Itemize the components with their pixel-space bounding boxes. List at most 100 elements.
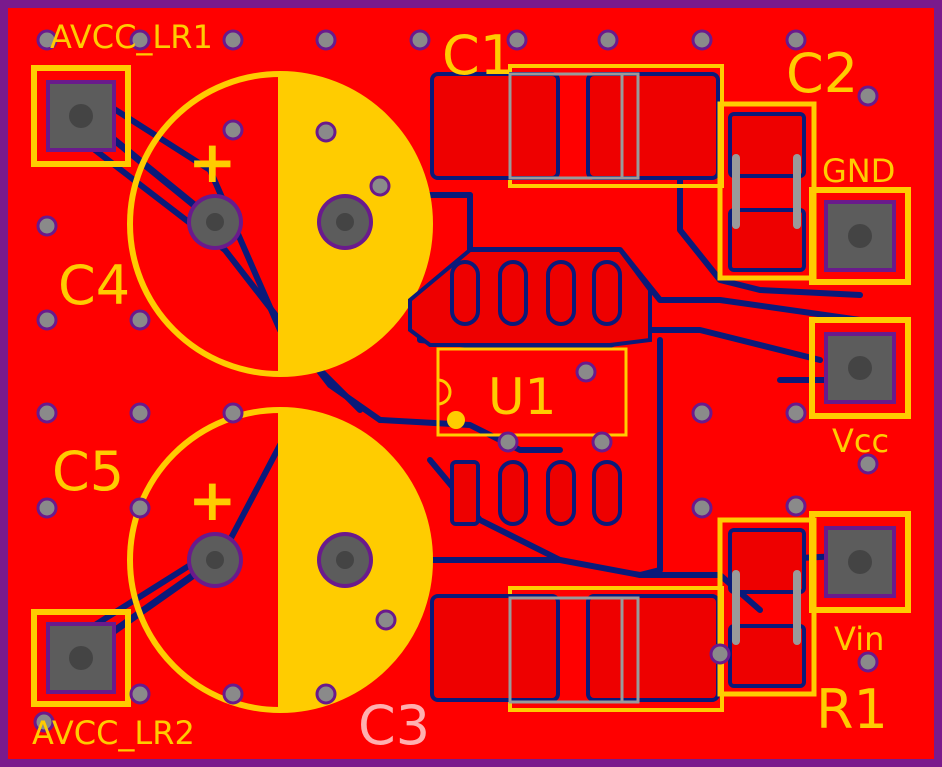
u1-notch [437, 378, 452, 406]
c3-pad-right[interactable] [586, 594, 720, 702]
vias [33, 29, 879, 733]
via [36, 215, 58, 237]
label-vin: Vin [834, 620, 884, 658]
u1-pin1-dot [447, 411, 465, 429]
via [857, 651, 879, 673]
u1-pin-7[interactable] [498, 260, 528, 326]
u1-pin-1[interactable] [450, 460, 480, 526]
cap-c1[interactable] [430, 64, 724, 188]
via [497, 431, 519, 453]
c4-pad-plus-hole [206, 213, 224, 231]
c4-pad-minus-hole [336, 213, 354, 231]
label-c5: C5 [52, 440, 124, 503]
c2-pad-top[interactable] [728, 112, 806, 178]
u1-silk [436, 347, 628, 437]
cap-c4[interactable] [127, 71, 433, 377]
c1-pad-right[interactable] [586, 72, 720, 180]
via [315, 121, 337, 143]
via [591, 431, 613, 453]
via [222, 402, 244, 424]
c3-pad-left[interactable] [430, 594, 560, 702]
via [129, 402, 151, 424]
via [506, 29, 528, 51]
u1-pin-4[interactable] [592, 460, 622, 526]
ic-u1[interactable] [408, 248, 652, 526]
label-c1: C1 [442, 24, 514, 87]
cap-c2[interactable] [717, 101, 817, 281]
label-c2: C2 [786, 42, 858, 105]
label-avcc-lr1: AVCC_LR1 [50, 18, 213, 56]
gnd-hole [848, 224, 872, 248]
cap-c3[interactable] [430, 586, 724, 712]
via [36, 29, 58, 51]
avcc-lr2-hole [69, 646, 93, 670]
via [575, 361, 597, 383]
via [375, 609, 397, 631]
via [857, 453, 879, 475]
c1-courtyard [508, 72, 640, 180]
label-c5-plus: + [188, 466, 237, 534]
res-r1[interactable] [717, 517, 817, 697]
via [785, 402, 807, 424]
u1-pin-6[interactable] [546, 260, 576, 326]
header-vcc[interactable] [809, 317, 911, 419]
trace-lr1-c4-c [92, 147, 383, 423]
label-c4: C4 [58, 254, 130, 317]
via [785, 495, 807, 517]
via [36, 309, 58, 331]
via [691, 402, 713, 424]
via [33, 711, 55, 733]
vcc-hole [848, 356, 872, 380]
label-c4-plus: + [188, 128, 237, 196]
u1-pin-3[interactable] [546, 460, 576, 526]
u1-pin-8[interactable] [450, 260, 480, 326]
label-r1: R1 [816, 678, 888, 741]
via [691, 29, 713, 51]
gnd-silk [809, 187, 911, 285]
via [36, 402, 58, 424]
via [597, 29, 619, 51]
header-gnd[interactable] [809, 187, 911, 285]
via [222, 29, 244, 51]
cap-c5[interactable] [127, 407, 433, 713]
c5-pad-minus-hole [336, 551, 354, 569]
via [129, 309, 151, 331]
header-avcc-lr1[interactable] [31, 65, 131, 167]
u1-pin-2[interactable] [498, 460, 528, 526]
c2-pad-bottom[interactable] [728, 208, 806, 272]
c1-pad-left[interactable] [430, 72, 560, 180]
label-avcc-lr2: AVCC_LR2 [32, 714, 195, 752]
via [315, 29, 337, 51]
label-u1: U1 [488, 368, 556, 426]
label-c3: C3 [358, 694, 430, 757]
via [785, 29, 807, 51]
header-avcc-lr2[interactable] [31, 609, 131, 707]
via [129, 497, 151, 519]
r1-pad-top[interactable] [728, 528, 806, 594]
via [129, 29, 151, 51]
label-gnd: GND [822, 152, 895, 190]
via [129, 683, 151, 705]
c3-courtyard [508, 596, 640, 704]
u1-pin-5[interactable] [592, 260, 622, 326]
via [222, 683, 244, 705]
via [36, 497, 58, 519]
header-vin[interactable] [809, 511, 911, 613]
vin-silk [809, 511, 911, 613]
vcc-silk [809, 317, 911, 419]
vin-hole [848, 550, 872, 574]
r1-pad-bottom[interactable] [728, 624, 806, 688]
via [369, 175, 391, 197]
label-vcc: Vcc [832, 422, 889, 460]
avcc-lr1-hole [69, 104, 93, 128]
via [857, 85, 879, 107]
c5-pad-plus-hole [206, 551, 224, 569]
avcc-lr2-silk [31, 609, 131, 707]
via [315, 683, 337, 705]
avcc-lr1-silk [31, 65, 131, 167]
via [222, 119, 244, 141]
via [709, 643, 731, 665]
via [691, 497, 713, 519]
silk-labels: AVCC_LR1 C1 C2 GND + C4 U1 Vcc C5 + Vin … [32, 18, 895, 752]
